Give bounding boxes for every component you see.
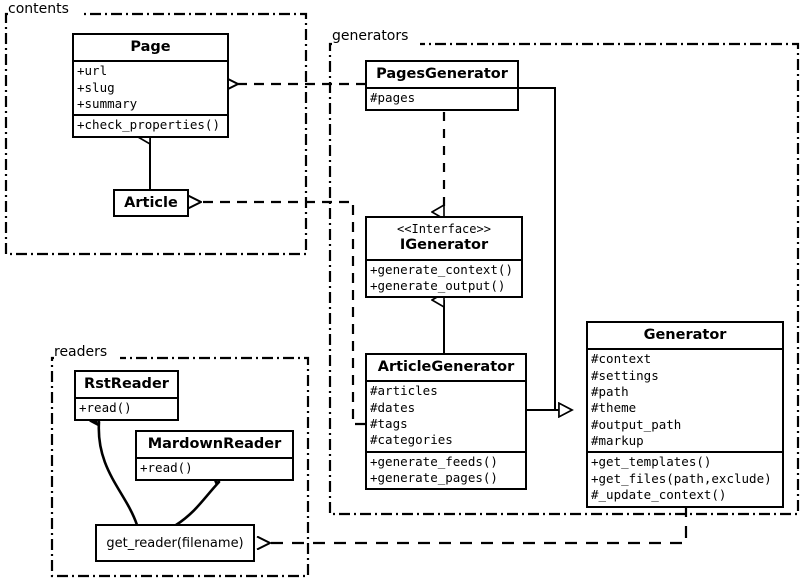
attribute-row: #path: [591, 383, 629, 399]
class-box-generator[interactable]: Generator #context #settings #path #them…: [586, 321, 784, 508]
class-title-article: Article: [124, 195, 178, 211]
class-methods-page: +check_properties(): [74, 114, 227, 135]
relation-get-reader-returns-rstreader: [89, 417, 139, 527]
class-title-generator: Generator: [643, 327, 727, 343]
function-box-get-reader[interactable]: get_reader(filename): [95, 524, 255, 562]
package-frame-contents: [4, 12, 308, 256]
attribute-row: #dates: [370, 399, 416, 415]
method-row: +get_files(path,exclude): [591, 470, 772, 486]
class-methods-generator: +get_templates() +get_files(path,exclude…: [588, 451, 782, 505]
class-stereotype-igenerator: <<Interface>>: [397, 222, 491, 236]
class-box-pagesgenerator[interactable]: PagesGenerator #pages: [365, 60, 519, 111]
method-row: +generate_context(): [370, 261, 513, 277]
class-box-articlegenerator[interactable]: ArticleGenerator #articles #dates #tags …: [365, 353, 527, 491]
relation-generator-uses-get-reader: [270, 505, 688, 543]
class-attributes-page: +url +slug +summary: [74, 60, 227, 114]
method-row: +get_templates(): [591, 454, 712, 470]
method-row: +check_properties(): [77, 117, 220, 133]
attribute-row: #theme: [591, 400, 637, 416]
relation-get-reader-returns-mardownreader: [174, 475, 224, 527]
class-methods-igenerator: +generate_context() +generate_output(): [367, 258, 521, 297]
method-row: #_update_context(): [591, 487, 727, 503]
attribute-row: #pages: [370, 90, 416, 106]
package-label-contents: contents: [8, 1, 69, 17]
class-title-igenerator: <<Interface>> IGenerator: [367, 218, 521, 259]
attribute-row: +url: [77, 63, 108, 79]
class-methods-articlegenerator: +generate_feeds() +generate_pages(): [367, 450, 525, 489]
method-row: +generate_feeds(): [370, 453, 498, 469]
attribute-row: +slug: [77, 79, 115, 95]
package-label-readers: readers: [54, 344, 108, 360]
relation-articlegenerator-uses-article: [201, 202, 365, 426]
class-title-rstreader: RstReader: [84, 376, 169, 392]
package-label-generators: generators: [332, 28, 409, 44]
package-frame-readers: [50, 356, 310, 578]
class-title-pagesgenerator: PagesGenerator: [376, 66, 508, 82]
class-name-igenerator: IGenerator: [399, 237, 489, 254]
class-box-page[interactable]: Page +url +slug +summary +check_properti…: [72, 33, 229, 138]
method-row: +read(): [79, 400, 132, 416]
class-box-article[interactable]: Article: [113, 189, 189, 217]
class-methods-rstreader: +read(): [76, 397, 177, 418]
class-title-page: Page: [130, 39, 171, 55]
class-title-mardownreader: MardownReader: [147, 436, 282, 452]
attribute-row: #output_path: [591, 416, 682, 432]
class-box-mardownreader[interactable]: MardownReader +read(): [135, 430, 294, 481]
attribute-row: +summary: [77, 95, 138, 111]
class-box-igenerator[interactable]: <<Interface>> IGenerator +generate_conte…: [365, 216, 523, 299]
class-methods-mardownreader: +read(): [137, 457, 292, 478]
method-row: +generate_output(): [370, 278, 506, 293]
class-attributes-generator: #context #settings #path #theme #output_…: [588, 348, 782, 451]
attribute-row: #categories: [370, 432, 453, 448]
class-box-rstreader[interactable]: RstReader +read(): [74, 370, 179, 421]
attribute-row: #tags: [370, 415, 408, 431]
class-attributes-pagesgenerator: #pages: [367, 87, 517, 108]
function-label-get-reader: get_reader(filename): [106, 535, 244, 551]
attribute-row: #context: [591, 351, 652, 367]
package-frame-generators: [328, 42, 800, 516]
attribute-row: #articles: [370, 383, 438, 399]
class-title-articlegenerator: ArticleGenerator: [377, 359, 515, 375]
method-row: +generate_pages(): [370, 470, 498, 486]
method-row: +read(): [140, 460, 193, 476]
class-attributes-articlegenerator: #articles #dates #tags #categories: [367, 380, 525, 451]
attribute-row: #settings: [591, 367, 659, 383]
attribute-row: #markup: [591, 433, 644, 449]
